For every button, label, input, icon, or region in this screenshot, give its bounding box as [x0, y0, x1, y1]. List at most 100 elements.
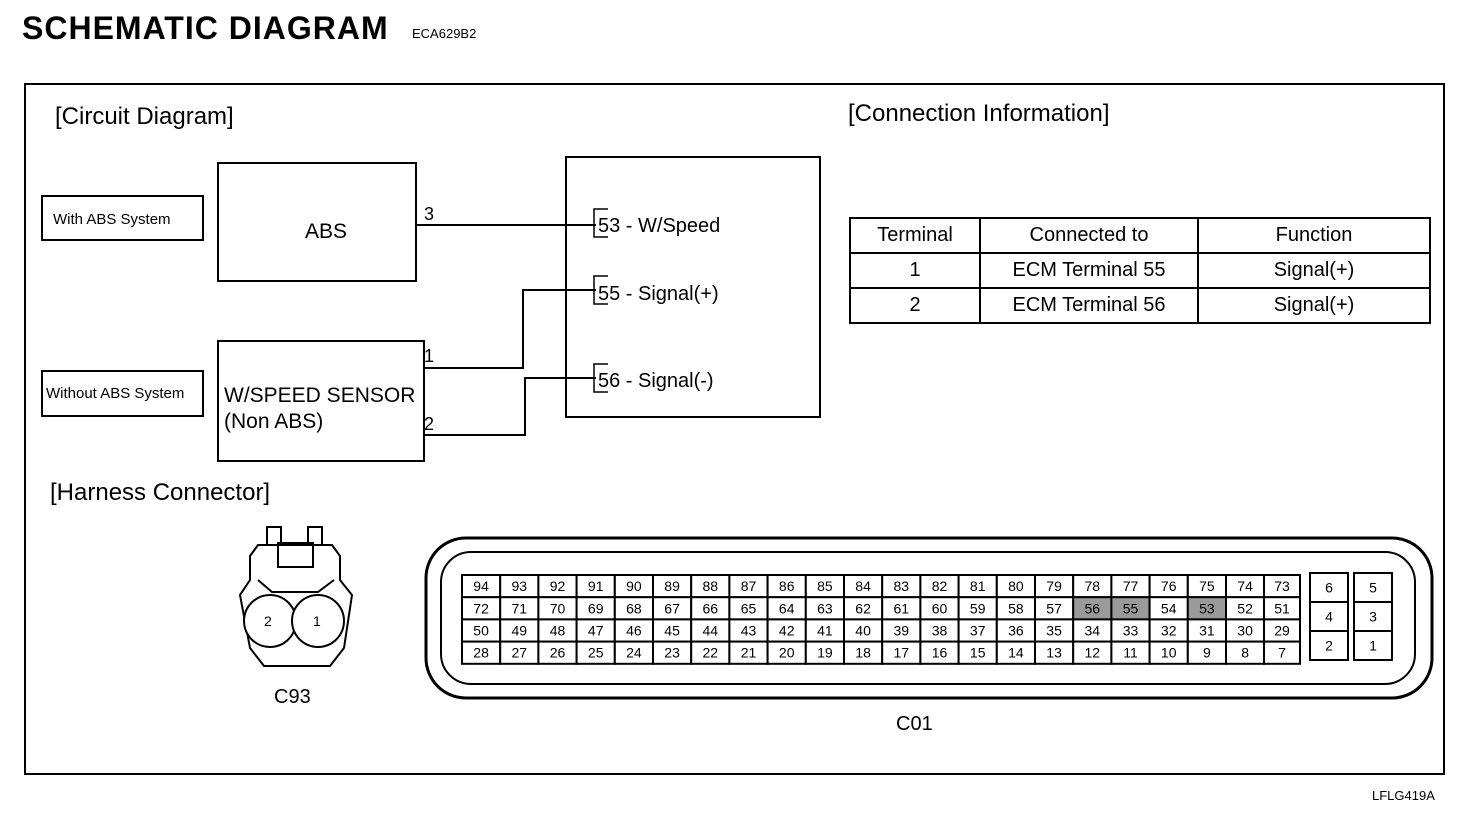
- c01-pin-32: 32: [1161, 623, 1177, 639]
- c01-pin-23: 23: [664, 645, 680, 661]
- diagram-code: ECA629B2: [412, 26, 477, 41]
- c01-pin-78: 78: [1085, 578, 1101, 594]
- c01-pin-89: 89: [664, 578, 680, 594]
- c01-pin-63: 63: [817, 600, 833, 616]
- c01-inner-shell: [440, 551, 1416, 685]
- c01-pin-11: 11: [1123, 645, 1138, 661]
- c01-pin-74: 74: [1237, 578, 1253, 594]
- c93-pin-2: 2: [264, 613, 272, 629]
- c01-pin-33: 33: [1123, 623, 1139, 639]
- abs-module-box: [217, 162, 417, 282]
- table-cell: ECM Terminal 55: [979, 252, 1199, 289]
- speed-sensor-label-2: (Non ABS): [224, 410, 323, 433]
- c01-pin-20: 20: [779, 645, 795, 661]
- c01-pin-52: 52: [1237, 600, 1253, 616]
- c01-pin-83: 83: [894, 578, 910, 594]
- c01-pin-66: 66: [703, 600, 719, 616]
- c01-pin-55: 55: [1123, 600, 1139, 616]
- c01-outer-shell: [424, 536, 1434, 700]
- c01-pin-3: 3: [1369, 609, 1377, 625]
- c01-pin-9: 9: [1203, 645, 1211, 661]
- c01-pin-24: 24: [626, 645, 642, 661]
- table-cell: 2: [849, 287, 981, 324]
- c01-pin-79: 79: [1046, 578, 1062, 594]
- table-header-row: Terminal Connected to Function: [849, 217, 1431, 254]
- connection-heading: [Connection Information]: [848, 100, 1110, 127]
- c01-pin-64: 64: [779, 600, 795, 616]
- c01-pin-21: 21: [741, 645, 757, 661]
- c01-pin-2: 2: [1325, 638, 1333, 654]
- abs-pin-label: 3: [424, 204, 434, 224]
- header-terminal: Terminal: [849, 217, 981, 254]
- page-title: SCHEMATIC DIAGRAM: [22, 10, 389, 46]
- table-row: 2 ECM Terminal 56 Signal(+): [849, 287, 1431, 324]
- wire-sensor1-55: [424, 289, 596, 369]
- terminal-53-bracket: [593, 208, 608, 238]
- c01-pin-26: 26: [550, 645, 566, 661]
- c01-pin-59: 59: [970, 600, 986, 616]
- c01-pin-16: 16: [932, 645, 948, 661]
- c01-pin-81: 81: [970, 578, 986, 594]
- c01-pin-46: 46: [626, 623, 642, 639]
- c01-pin-4-box: [1309, 601, 1349, 632]
- c01-pin-70: 70: [550, 600, 566, 616]
- c01-pin-48: 48: [550, 623, 566, 639]
- c93-connector-drawing: 2 1: [238, 526, 354, 667]
- table-cell: ECM Terminal 56: [979, 287, 1199, 324]
- c01-pin-67: 67: [664, 600, 680, 616]
- table-cell: Signal(+): [1197, 287, 1431, 324]
- circuit-heading: [Circuit Diagram]: [55, 103, 234, 130]
- table-cell: 1: [849, 252, 981, 289]
- c01-pin-4: 4: [1325, 609, 1333, 625]
- with-abs-box: [41, 195, 204, 241]
- c01-pin-75: 75: [1199, 578, 1215, 594]
- c01-pin-22: 22: [703, 645, 719, 661]
- header-function: Function: [1197, 217, 1431, 254]
- c93-pin-1: 1: [313, 613, 321, 629]
- figure-code: LFLG419A: [1372, 788, 1435, 803]
- c01-pin-57: 57: [1046, 600, 1062, 616]
- c01-pin-2-box: [1309, 630, 1349, 661]
- c01-pin-60: 60: [932, 600, 948, 616]
- c01-pin-17: 17: [894, 645, 910, 661]
- c01-pin-91: 91: [588, 578, 604, 594]
- c01-pin-76: 76: [1161, 578, 1177, 594]
- abs-module-label: ABS: [305, 220, 347, 243]
- without-abs-label: Without ABS System: [46, 385, 184, 402]
- with-abs-label: With ABS System: [53, 211, 171, 228]
- c01-pin-47: 47: [588, 623, 604, 639]
- c01-pin-65: 65: [741, 600, 757, 616]
- header-connected-to: Connected to: [979, 217, 1199, 254]
- wire-sensor2-56: [424, 377, 596, 436]
- c01-pin-6-box: [1309, 572, 1349, 603]
- c01-pin-38: 38: [932, 623, 948, 639]
- c01-pin-50: 50: [473, 623, 489, 639]
- c01-pin-35: 35: [1046, 623, 1062, 639]
- c01-pin-34: 34: [1085, 623, 1101, 639]
- c01-pin-69: 69: [588, 600, 604, 616]
- c93-label: C93: [274, 686, 311, 708]
- c01-pin-39: 39: [894, 623, 910, 639]
- c01-pin-44: 44: [703, 623, 719, 639]
- c01-pin-53: 53: [1199, 600, 1215, 616]
- c01-pin-49: 49: [512, 623, 528, 639]
- c01-label: C01: [896, 713, 933, 735]
- ecm-box: [565, 156, 821, 418]
- speed-sensor-box: [217, 340, 425, 462]
- c01-pin-19: 19: [817, 645, 833, 661]
- c01-pin-86: 86: [779, 578, 795, 594]
- terminal-56-bracket: [593, 363, 608, 393]
- c01-pin-41: 41: [817, 623, 833, 639]
- c01-pin-30: 30: [1237, 623, 1253, 639]
- c01-pin-71: 71: [512, 600, 528, 616]
- c01-pin-37: 37: [970, 623, 986, 639]
- terminal-56-label: 56 - Signal(-): [598, 370, 714, 392]
- c01-pin-51: 51: [1274, 600, 1290, 616]
- c01-pin-62: 62: [855, 600, 871, 616]
- c01-pin-12: 12: [1085, 645, 1101, 661]
- c01-pin-45: 45: [664, 623, 680, 639]
- without-abs-box: [41, 370, 204, 417]
- sensor-pin-2-label: 2: [424, 414, 434, 434]
- c01-pin-5: 5: [1369, 580, 1377, 596]
